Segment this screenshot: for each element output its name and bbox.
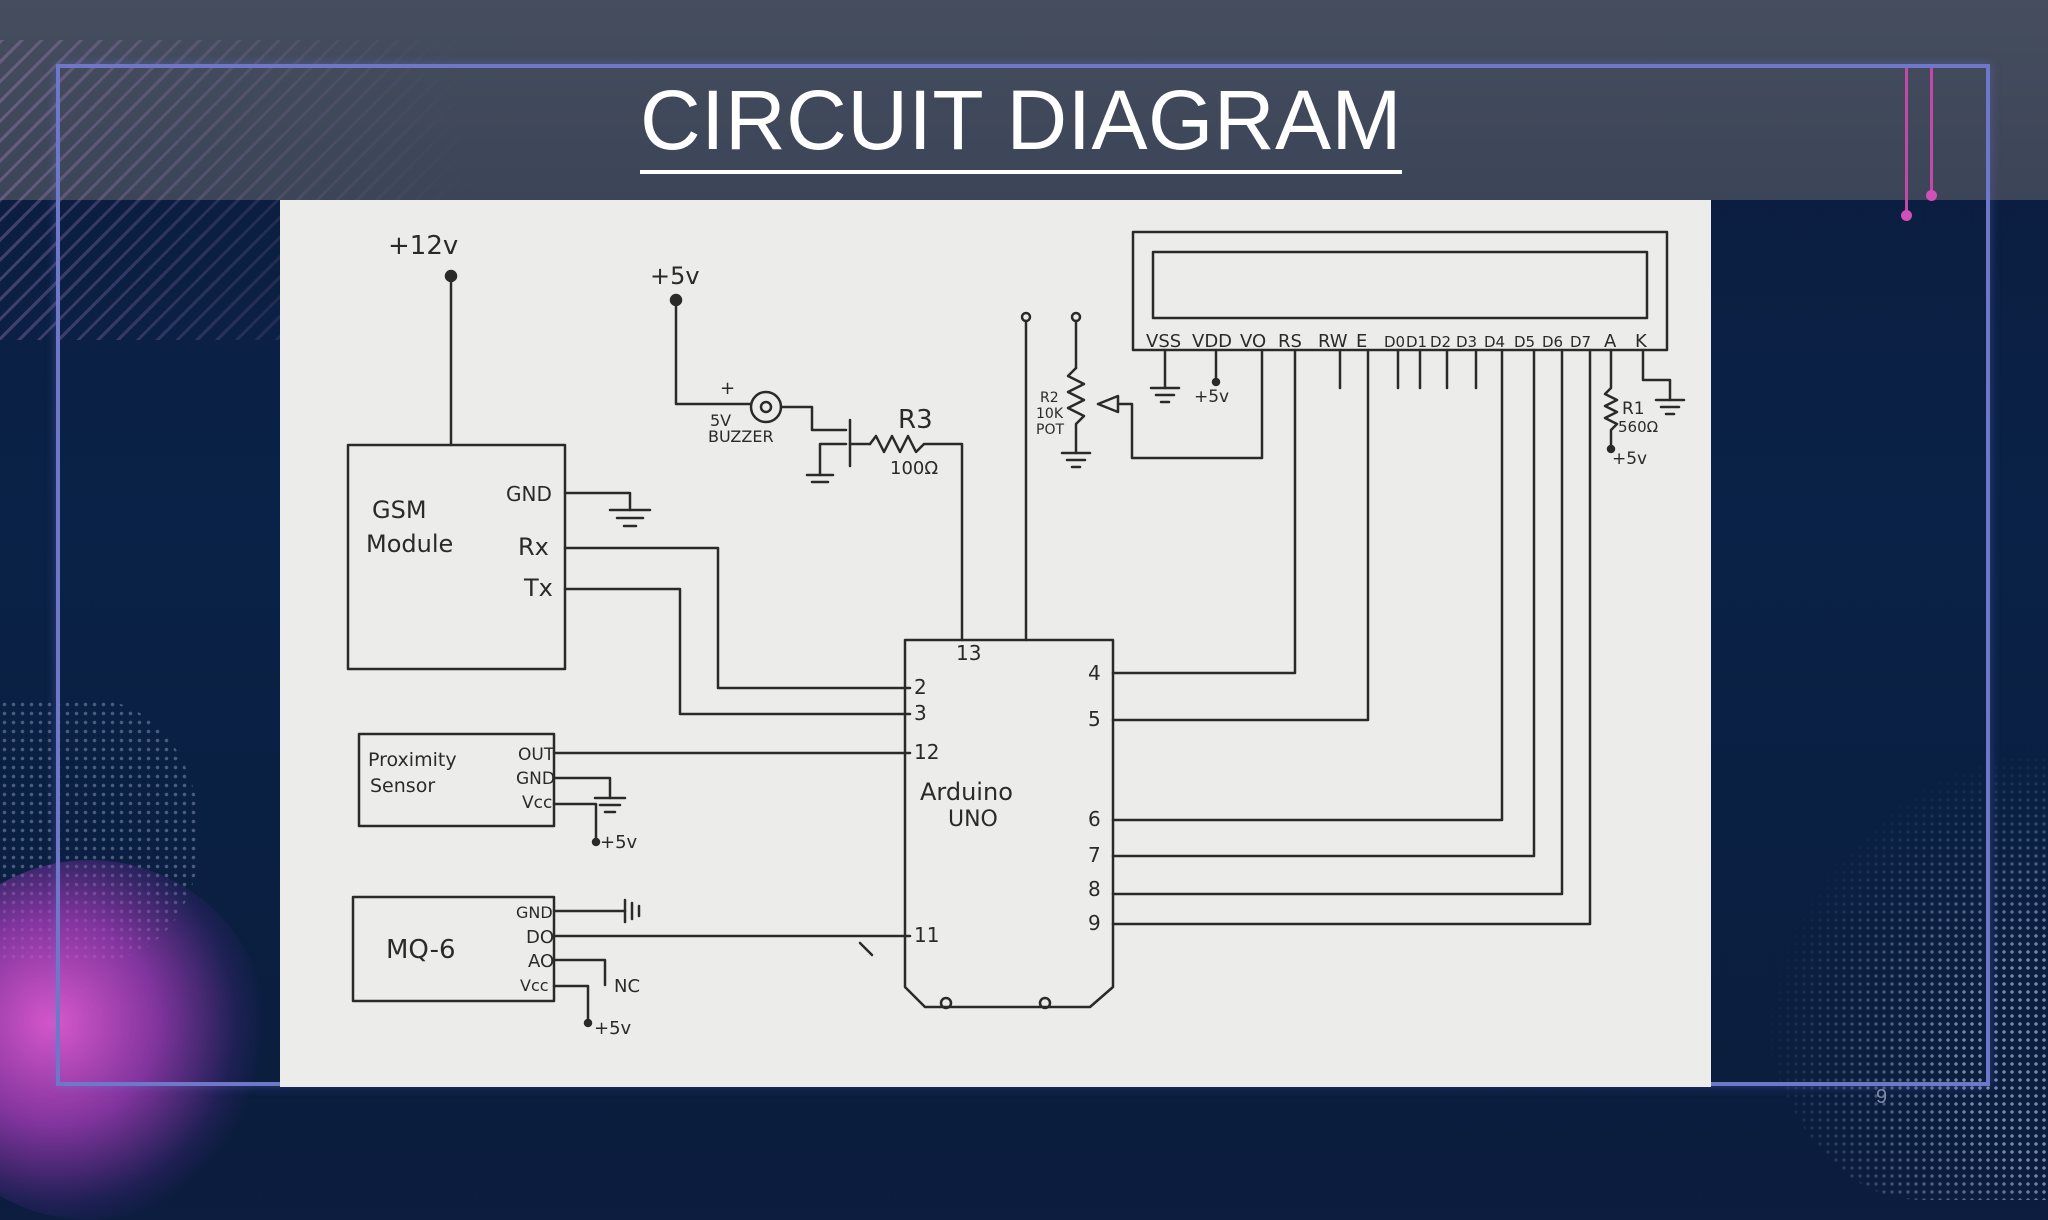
circuit-diagram-photo: +12v +5v GSM Module GND Rx Tx + 5V BUZZE… bbox=[280, 200, 1711, 1087]
lcd-pin-label: VO bbox=[1240, 331, 1266, 352]
r3-label: R3 bbox=[898, 405, 933, 435]
pot-type-label: POT bbox=[1036, 422, 1064, 438]
arduino-pin-label: 4 bbox=[1088, 661, 1101, 685]
mq6-label: MQ-6 bbox=[386, 935, 456, 965]
proximity-gnd-label: GND bbox=[516, 769, 555, 789]
proximity-vcc-label: Vcc bbox=[522, 793, 552, 813]
arduino-uno-label: UNO bbox=[948, 807, 998, 832]
arduino-pin-label: 11 bbox=[914, 923, 939, 947]
power-12v-label: +12v bbox=[388, 231, 458, 261]
lcd-pin-label: D4 bbox=[1484, 333, 1505, 351]
gsm-tx-label: Tx bbox=[523, 574, 553, 602]
pot-value-label: 10K bbox=[1036, 406, 1064, 422]
r1-supply-label: +5v bbox=[1612, 449, 1647, 469]
gsm-module-box bbox=[346, 443, 567, 671]
slide-title: CIRCUIT DIAGRAM bbox=[640, 70, 1402, 174]
arduino-pin-label: 2 bbox=[914, 675, 927, 699]
buzzer-label: 5V bbox=[710, 411, 731, 430]
lcd-pin-label: VDD bbox=[1192, 331, 1232, 352]
arduino-pin-label: 3 bbox=[914, 701, 927, 725]
lcd-pin-label: D3 bbox=[1456, 333, 1477, 351]
pot-label: R2 bbox=[1040, 390, 1059, 406]
mq6-sensor-box bbox=[351, 895, 556, 1003]
arduino-pin-label: 7 bbox=[1088, 843, 1101, 867]
lcd-pin-label: RS bbox=[1278, 331, 1302, 352]
mq6-nc-label: NC bbox=[614, 976, 640, 997]
accent-line bbox=[1930, 64, 1933, 194]
mq6-vcc-label: Vcc bbox=[520, 976, 549, 995]
gsm-rx-label: Rx bbox=[518, 533, 549, 561]
mq6-ao-label: AO bbox=[528, 951, 554, 972]
accent-line bbox=[1905, 64, 1908, 216]
r1-label: R1 bbox=[1622, 399, 1645, 419]
lcd-16x2 bbox=[1131, 230, 1669, 352]
lcd-pin-label: VSS bbox=[1146, 331, 1181, 352]
mq6-do-label: DO bbox=[526, 927, 554, 948]
lcd-pin-label: D6 bbox=[1542, 333, 1563, 351]
buzzer-plus-label: + bbox=[720, 378, 735, 399]
power-5v-label: +5v bbox=[650, 262, 700, 290]
arduino-uno-label: Arduino bbox=[920, 778, 1013, 806]
dotted-wave-decoration bbox=[1760, 740, 2048, 1200]
proximity-sensor-label: Sensor bbox=[370, 775, 435, 797]
lcd-pin-label: D7 bbox=[1570, 333, 1591, 351]
arduino-pin-label: 8 bbox=[1088, 877, 1101, 901]
proximity-sensor-label: Proximity bbox=[368, 749, 457, 771]
page-number: 9 bbox=[1876, 1086, 1888, 1108]
arduino-pin-label: 6 bbox=[1088, 807, 1101, 831]
proximity-out-label: OUT bbox=[518, 745, 555, 765]
gsm-module-label: Module bbox=[366, 530, 453, 558]
circuit-diagram: +12v +5v GSM Module GND Rx Tx + 5V BUZZE… bbox=[346, 230, 1686, 1039]
gsm-gnd-label: GND bbox=[506, 482, 552, 506]
arduino-pin-label: 9 bbox=[1088, 911, 1101, 935]
lcd-vdd-supply-label: +5v bbox=[1194, 387, 1229, 407]
buzzer-label: BUZZER bbox=[708, 427, 774, 446]
lcd-pin-label: D1 bbox=[1406, 333, 1427, 351]
r3-value-label: 100Ω bbox=[890, 458, 938, 479]
lcd-pin-label: D0 bbox=[1384, 333, 1405, 351]
proximity-supply-label: +5v bbox=[600, 832, 638, 853]
r1-value-label: 560Ω bbox=[1618, 418, 1658, 436]
accent-dot bbox=[1926, 190, 1937, 201]
arduino-pin-label: 12 bbox=[914, 740, 939, 764]
gsm-module-label: GSM bbox=[372, 496, 427, 524]
accent-dot bbox=[1901, 210, 1912, 221]
title-band bbox=[0, 0, 2048, 200]
mq6-supply-label: +5v bbox=[594, 1018, 632, 1039]
proximity-sensor-box bbox=[357, 732, 556, 828]
lcd-pin-label: A bbox=[1604, 331, 1617, 352]
lcd-pin-label: K bbox=[1635, 331, 1648, 352]
lcd-pin-label: RW bbox=[1318, 331, 1348, 352]
arduino-pin-label: 13 bbox=[956, 641, 981, 665]
arduino-uno-board bbox=[903, 638, 1115, 1009]
lcd-pin-label: D2 bbox=[1430, 333, 1451, 351]
arduino-pin-label: 5 bbox=[1088, 707, 1101, 731]
lcd-pin-label: D5 bbox=[1514, 333, 1535, 351]
mq6-gnd-label: GND bbox=[516, 903, 553, 922]
lcd-pin-label: E bbox=[1356, 331, 1367, 352]
